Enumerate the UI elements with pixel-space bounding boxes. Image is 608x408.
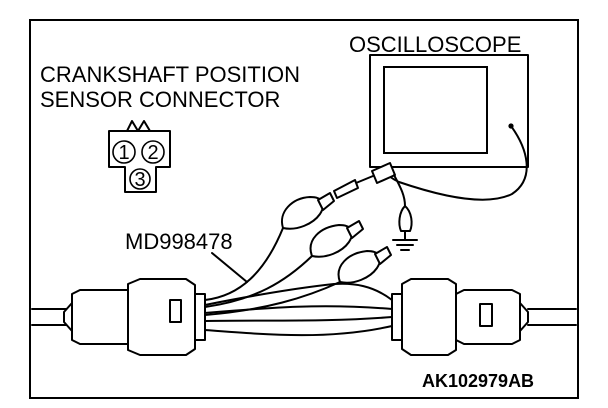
vehicle-harness-right (519, 302, 577, 332)
test-probe-clip-2 (309, 220, 364, 258)
sensor-connector-label-line2: SENSOR CONNECTOR (40, 87, 280, 112)
harness-connector-right (391, 278, 521, 356)
connector-pin-1-circle (112, 140, 136, 164)
test-probe-clip-3 (337, 246, 392, 284)
test-probe-clip-1 (280, 192, 335, 230)
ground-icon (392, 239, 418, 251)
ground-clip (398, 205, 413, 241)
harness-connector-left (71, 278, 206, 356)
oscilloscope-label: OSCILLOSCOPE (349, 32, 521, 57)
tool-number-label: MD998478 (125, 229, 233, 254)
vehicle-harness-left (31, 302, 73, 332)
sensor-connector-face: 1 2 3 (108, 120, 171, 193)
connector-pin-2-circle (141, 140, 165, 164)
diagram-frame (29, 19, 579, 399)
sensor-connector-label-line1: CRANKSHAFT POSITION (40, 62, 300, 87)
probe-cable (385, 125, 528, 201)
ground-lead (393, 174, 406, 207)
connector-pin-2-label: 2 (147, 142, 158, 164)
oscilloscope-screen (383, 66, 488, 154)
figure-code: AK102979AB (422, 371, 534, 391)
connector-pin-3-circle (129, 168, 151, 190)
connector-pin-1-label: 1 (118, 142, 129, 164)
probe-tip (333, 162, 396, 199)
oscilloscope (369, 54, 529, 168)
test-harness-wires (204, 227, 393, 337)
connector-pin-3-label: 3 (134, 169, 145, 191)
tool-leader-line (211, 252, 248, 283)
